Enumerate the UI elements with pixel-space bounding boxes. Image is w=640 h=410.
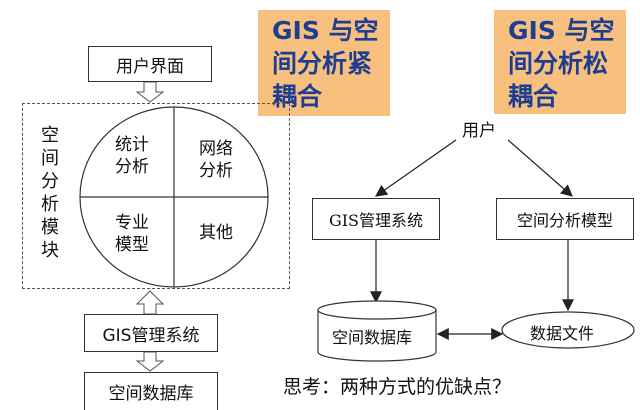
data-file-label: 数据文件 xyxy=(530,324,595,343)
quadrant-network-line1: 网络 xyxy=(199,139,233,159)
quadrant-model-line2: 模型 xyxy=(115,235,149,255)
arrow-user-to-gis xyxy=(375,139,457,197)
banner-loose-coupling: GIS 与空 间分析松 耦合 xyxy=(494,10,626,114)
banner-tight-coupling: GIS 与空 间分析紧 耦合 xyxy=(258,10,390,116)
left-db-box: 空间数据库 xyxy=(84,372,218,410)
quadrant-other-line1: 其他 xyxy=(199,223,233,243)
quadrant-network: 网络 分析 xyxy=(184,138,248,182)
quadrant-statistics-line2: 分析 xyxy=(115,157,149,177)
arrow-user-to-model xyxy=(507,139,573,197)
banner-tight-line1: GIS 与空 xyxy=(272,16,379,45)
hollow-arrow-gis-to-db xyxy=(135,351,165,372)
quadrant-statistics-line1: 统计 xyxy=(115,135,149,155)
banner-tight-line2: 间分析紧 xyxy=(272,49,373,78)
left-gis-box: GIS管理系统 xyxy=(84,314,218,352)
right-gis-box: GIS管理系统 xyxy=(312,198,440,240)
quadrant-other: 其他 xyxy=(184,222,248,244)
hollow-arrow-ui-to-module xyxy=(135,81,165,103)
banner-loose-line3: 耦合 xyxy=(508,82,559,111)
module-vertical-label: 空间分析模块 xyxy=(41,125,59,261)
question-text: 思考：两种方式的优缺点？ xyxy=(283,376,512,398)
db-cylinder-label: 空间数据库 xyxy=(332,328,413,347)
analysis-module-frame xyxy=(22,103,290,289)
banner-tight-line3: 耦合 xyxy=(272,82,323,111)
ui-box: 用户界面 xyxy=(88,46,212,82)
quadrant-statistics: 统计 分析 xyxy=(100,134,164,178)
banner-loose-line1: GIS 与空 xyxy=(508,16,615,45)
banner-loose-line2: 间分析松 xyxy=(508,49,609,78)
user-label: 用户 xyxy=(462,121,496,141)
quadrant-model-line1: 专业 xyxy=(115,213,149,233)
quadrant-professional-model: 专业 模型 xyxy=(100,212,164,256)
analysis-model-box: 空间分析模型 xyxy=(496,198,634,240)
hollow-arrow-module-gis xyxy=(135,290,165,315)
database-cylinder-shape xyxy=(317,300,437,362)
data-file-ellipse xyxy=(501,311,635,349)
quadrant-network-line2: 分析 xyxy=(199,161,233,181)
